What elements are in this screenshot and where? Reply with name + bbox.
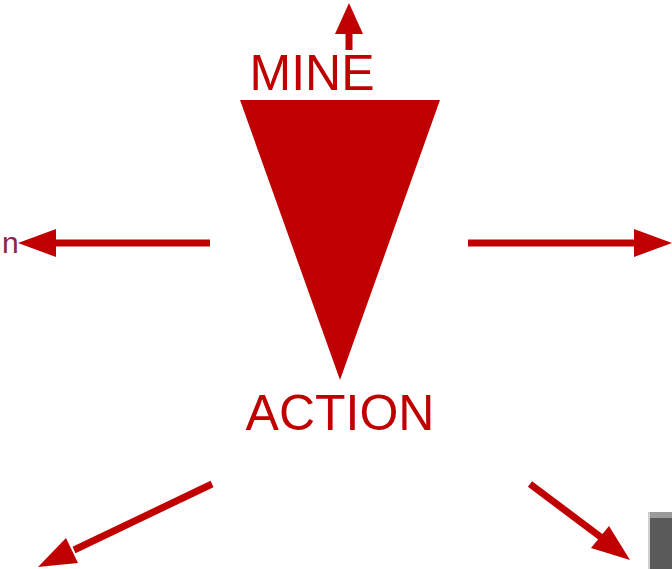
lower-right-arrow-head (591, 526, 630, 560)
lower-left-arrow-shaft (74, 484, 212, 550)
right-arrow-head (634, 229, 672, 257)
lower-right-arrow-shaft (530, 484, 602, 538)
triangle-shape (200, 98, 480, 388)
node-heading: MINE (250, 48, 375, 98)
up-arrow-head (335, 3, 363, 34)
left-arrow-shaft (52, 240, 210, 247)
left-arrow-head (18, 229, 56, 257)
triangle-node: MINE ACTION (200, 48, 480, 438)
photo-fragment (648, 512, 672, 569)
right-arrow-shaft (468, 240, 638, 247)
down-triangle (240, 100, 440, 380)
cropped-text: n (2, 228, 19, 258)
lower-left-arrow-head (38, 538, 78, 567)
node-caption: ACTION (246, 388, 435, 438)
